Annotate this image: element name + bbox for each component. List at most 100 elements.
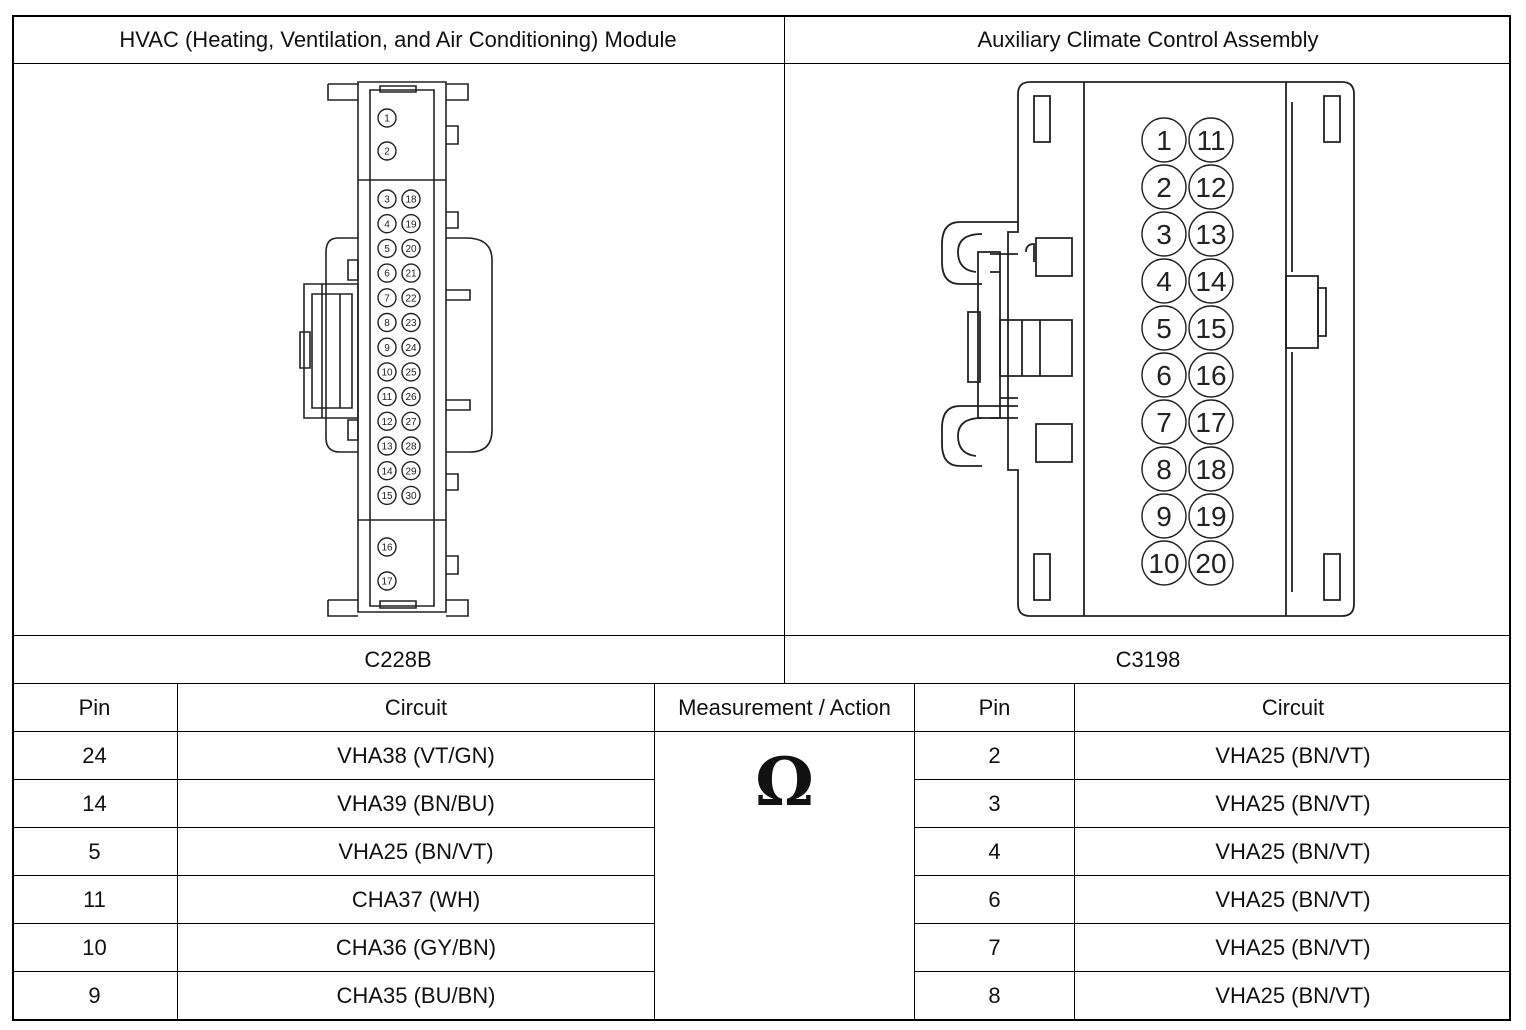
row-left-pin: 14 bbox=[82, 790, 107, 816]
pin-label: 17 bbox=[1195, 407, 1226, 438]
connector-pin: 14 bbox=[1189, 259, 1233, 303]
divider bbox=[12, 63, 1511, 64]
divider bbox=[784, 15, 785, 683]
pin-label: 18 bbox=[1195, 454, 1226, 485]
hvac-module-title: HVAC (Heating, Ventilation, and Air Cond… bbox=[119, 27, 677, 52]
pin-label: 4 bbox=[384, 219, 390, 230]
connector-code-c3198: C3198 bbox=[1115, 646, 1181, 672]
pin-label: 5 bbox=[1156, 313, 1172, 344]
pin-label: 13 bbox=[381, 442, 393, 453]
pin-label: 3 bbox=[1156, 219, 1172, 250]
connector-pin: 15 bbox=[1189, 306, 1233, 350]
pin-label: 6 bbox=[1156, 360, 1172, 391]
pin-label: 2 bbox=[384, 147, 390, 158]
connector-pin: 20 bbox=[1189, 541, 1233, 585]
connector-pin: 5 bbox=[378, 239, 396, 257]
connector-pin: 16 bbox=[378, 538, 396, 556]
connector-pin: 30 bbox=[402, 486, 420, 504]
pin-label: 19 bbox=[1195, 501, 1226, 532]
pin-label: 11 bbox=[382, 392, 393, 403]
header-left-circuit: Circuit bbox=[384, 694, 448, 720]
row-left-circuit: VHA38 (VT/GN) bbox=[337, 742, 495, 768]
header-measurement: Measurement / Action bbox=[678, 694, 891, 720]
pin-label: 8 bbox=[384, 318, 390, 329]
pin-label: 4 bbox=[1156, 266, 1172, 297]
connector-pin: 17 bbox=[1189, 400, 1233, 444]
connector-c228b-drawing: 1234567891011121314151819202122232425262… bbox=[260, 70, 520, 630]
divider bbox=[914, 923, 1511, 924]
connector-pin: 18 bbox=[402, 190, 420, 208]
connector-pin: 24 bbox=[402, 338, 420, 356]
divider bbox=[914, 683, 915, 1021]
connector-pin: 13 bbox=[1189, 212, 1233, 256]
connector-pin: 7 bbox=[378, 289, 396, 307]
divider bbox=[914, 827, 1511, 828]
connector-pin: 16 bbox=[1189, 353, 1233, 397]
row-left-circuit: CHA37 (WH) bbox=[351, 886, 481, 912]
pin-label: 7 bbox=[1156, 407, 1172, 438]
divider bbox=[12, 683, 1511, 684]
row-right-pin: 6 bbox=[988, 886, 1001, 912]
connector-pin: 28 bbox=[402, 437, 420, 455]
row-left-pin: 10 bbox=[82, 934, 107, 960]
header-left-pin: Pin bbox=[78, 694, 111, 720]
pin-label: 15 bbox=[381, 491, 393, 502]
pin-label: 1 bbox=[1156, 125, 1172, 156]
row-right-circuit: VHA25 (BN/VT) bbox=[1215, 742, 1371, 768]
pin-label: 3 bbox=[384, 195, 390, 206]
pin-label: 5 bbox=[384, 244, 390, 255]
connector-pin: 2 bbox=[378, 142, 396, 160]
aux-climate-title: Auxiliary Climate Control Assembly bbox=[977, 27, 1319, 52]
pin-label: 18 bbox=[405, 195, 417, 206]
connector-pin: 10 bbox=[378, 363, 396, 381]
connector-pin: 15 bbox=[378, 486, 396, 504]
row-right-pin: 4 bbox=[988, 838, 1001, 864]
connector-pin: 9 bbox=[378, 338, 396, 356]
pin-label: 27 bbox=[405, 417, 417, 428]
pin-label: 2 bbox=[1156, 172, 1172, 203]
divider bbox=[914, 875, 1511, 876]
connector-pin: 4 bbox=[1142, 259, 1186, 303]
divider bbox=[12, 875, 655, 876]
divider bbox=[654, 683, 655, 1021]
connector-pin: 21 bbox=[402, 264, 420, 282]
row-left-pin: 9 bbox=[88, 982, 101, 1008]
pin-label: 12 bbox=[1195, 172, 1226, 203]
pin-label: 21 bbox=[405, 269, 417, 280]
pin-label: 8 bbox=[1156, 454, 1172, 485]
connector-pin: 20 bbox=[402, 239, 420, 257]
divider bbox=[177, 683, 178, 1021]
connector-pin: 3 bbox=[1142, 212, 1186, 256]
pin-label: 10 bbox=[381, 368, 393, 379]
row-right-circuit: VHA25 (BN/VT) bbox=[1215, 982, 1371, 1008]
connector-code-c228b: C228B bbox=[364, 646, 432, 672]
row-right-circuit: VHA25 (BN/VT) bbox=[1215, 934, 1371, 960]
connector-pin: 5 bbox=[1142, 306, 1186, 350]
connector-pin: 18 bbox=[1189, 447, 1233, 491]
row-right-pin: 3 bbox=[988, 790, 1001, 816]
divider bbox=[12, 923, 655, 924]
pin-label: 1 bbox=[384, 114, 390, 125]
row-left-pin: 11 bbox=[83, 886, 106, 912]
connector-pin: 13 bbox=[378, 437, 396, 455]
divider bbox=[12, 779, 655, 780]
row-right-pin: 8 bbox=[988, 982, 1001, 1008]
connector-pin: 25 bbox=[402, 363, 420, 381]
connector-pin: 12 bbox=[378, 412, 396, 430]
connector-pin: 2 bbox=[1142, 165, 1186, 209]
pin-label: 6 bbox=[384, 269, 390, 280]
connector-pin: 1 bbox=[1142, 118, 1186, 162]
pin-label: 10 bbox=[1148, 548, 1179, 579]
pin-label: 11 bbox=[1196, 125, 1225, 156]
divider bbox=[914, 779, 1511, 780]
row-left-circuit: CHA35 (BU/BN) bbox=[336, 982, 496, 1008]
pin-label: 20 bbox=[1195, 548, 1226, 579]
connector-pin: 4 bbox=[378, 215, 396, 233]
connector-pin: 8 bbox=[1142, 447, 1186, 491]
row-left-pin: 5 bbox=[88, 838, 101, 864]
pin-label: 29 bbox=[405, 466, 417, 477]
ohm-symbol: Ω bbox=[755, 743, 814, 821]
connector-pin: 1 bbox=[378, 109, 396, 127]
header-right-circuit: Circuit bbox=[1261, 694, 1325, 720]
